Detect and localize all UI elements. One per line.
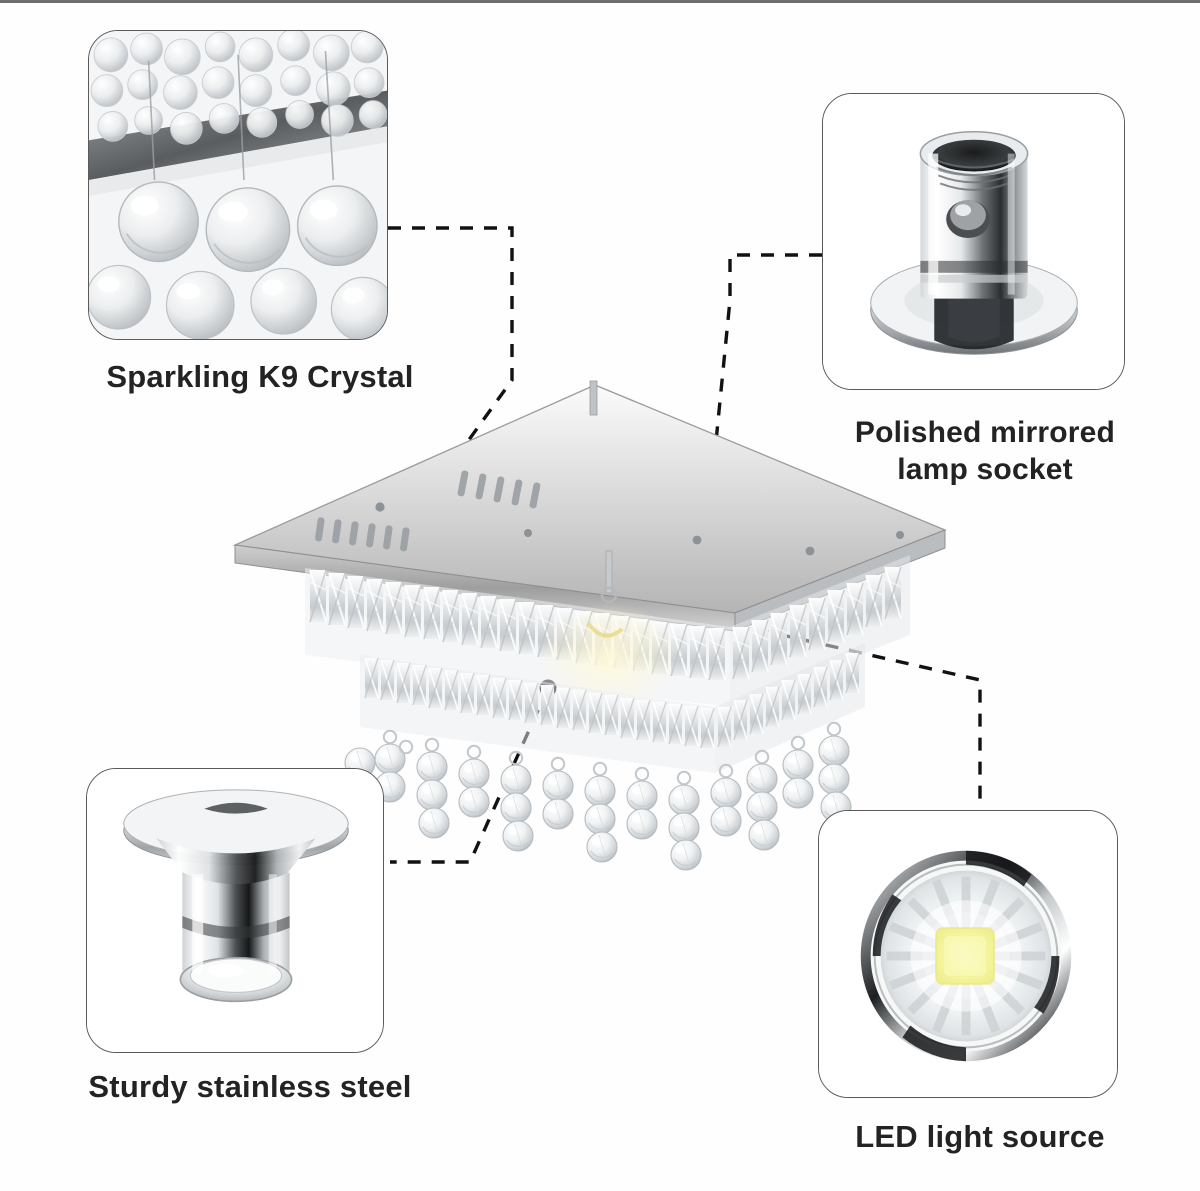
upper-crystal-tier (305, 550, 910, 707)
caption-socket-line1: Polished mirrored (854, 416, 1116, 449)
led-bulb-icon (819, 811, 1117, 1097)
stainless-steel-housing-icon (87, 769, 383, 1052)
caption-socket-line2: lamp socket (897, 452, 1073, 486)
callout-box-steel[interactable] (86, 768, 384, 1053)
lower-crystal-tier (360, 643, 865, 773)
product-image-chandelier (232, 380, 947, 871)
caption-socket: Polished mirrored lamp socket (800, 415, 1170, 488)
caption-steel: Sturdy stainless steel (88, 1069, 412, 1104)
callout-box-led[interactable] (818, 810, 1118, 1098)
lamp-socket-icon (823, 94, 1124, 389)
crystal-beads-closeup-icon (89, 31, 387, 339)
caption-crystal: Sparkling K9 Crystal (106, 359, 414, 394)
callout-box-socket[interactable] (822, 93, 1125, 390)
callout-box-crystal[interactable] (88, 30, 388, 340)
caption-led: LED light source (855, 1119, 1105, 1154)
top-divider-line (0, 0, 1200, 3)
